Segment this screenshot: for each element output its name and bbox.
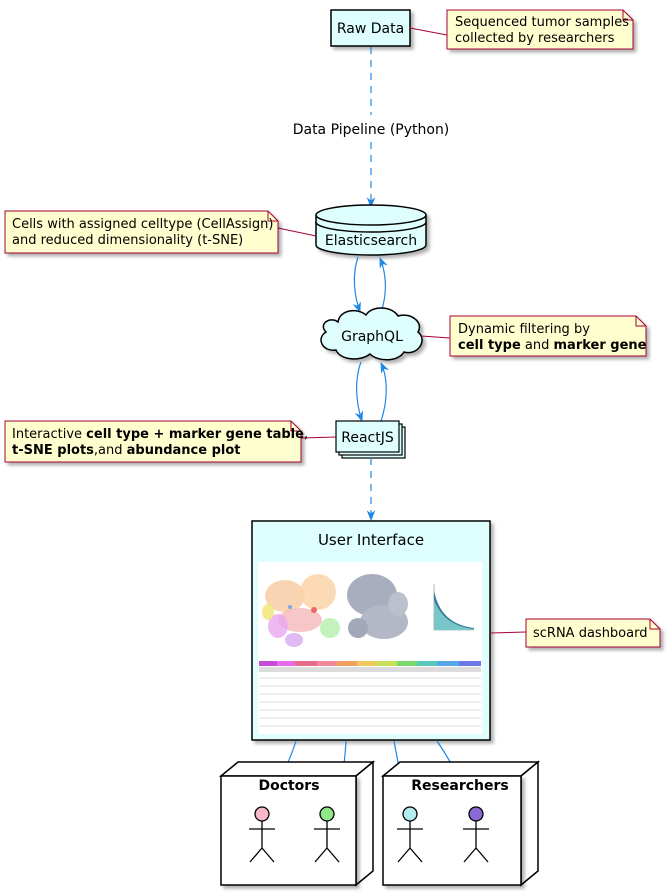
cell-type-tsne-thumbnail — [262, 574, 340, 647]
graphql-react-arrows — [354, 361, 390, 423]
raw-data-node: Raw Data — [330, 9, 411, 47]
doctor-actor-1 — [249, 806, 275, 863]
expression-tsne-thumbnail — [347, 574, 408, 639]
dashboard-screenshot — [258, 562, 482, 734]
marker-table-thumbnail — [259, 661, 481, 727]
researchers-group: Researchers — [380, 760, 541, 887]
elasticsearch-label: Elasticsearch — [325, 233, 417, 249]
raw-data-note-line-2: collected by researchers — [455, 31, 615, 46]
doctors-group: Doctors — [218, 760, 376, 887]
graphql-note-line-1: Dynamic filtering by — [458, 322, 590, 337]
researcher-actor-1-head — [402, 806, 418, 822]
dashboard-note-label: scRNA dashboard — [533, 626, 647, 641]
elasticsearch-note-line-2: and reduced dimensionality (t-SNE) — [12, 233, 243, 248]
doctor-actor-2 — [314, 806, 340, 863]
researchers-label: Researchers — [411, 778, 508, 794]
graphql-node: GraphQL — [320, 307, 423, 361]
graphql-note-line-2: cell type and marker gene — [458, 338, 647, 353]
raw-data-note: Sequenced tumor samples collected by res… — [409, 9, 634, 50]
user-interface-node: User Interface — [251, 520, 491, 741]
doctor-actor-2-head — [319, 806, 335, 822]
user-interface-label: User Interface — [318, 531, 424, 549]
dashboard-note: scRNA dashboard — [489, 618, 661, 648]
elasticsearch-note-line-1: Cells with assigned celltype (CellAssign… — [12, 217, 273, 232]
reactjs-label: ReactJS — [341, 430, 394, 446]
abundance-plot-thumbnail — [433, 584, 474, 631]
graphql-note: Dynamic filtering by cell type and marke… — [420, 315, 647, 357]
researcher-actor-1 — [397, 806, 423, 863]
reactjs-node: ReactJS — [335, 420, 406, 459]
graphql-label: GraphQL — [341, 329, 403, 345]
doctor-actor-1-head — [254, 806, 270, 822]
reactjs-note-line-2: t-SNE plots,and abundance plot — [12, 443, 241, 458]
pipeline-label: Data Pipeline (Python) — [293, 122, 450, 138]
raw-data-label: Raw Data — [337, 21, 404, 37]
raw-data-note-line-1: Sequenced tumor samples — [455, 15, 629, 30]
es-graphql-arrows — [352, 256, 388, 314]
elasticsearch-node — [315, 204, 427, 256]
elasticsearch-note: Cells with assigned celltype (CellAssign… — [4, 210, 317, 254]
reactjs-note: Interactive cell type + marker gene tabl… — [4, 420, 337, 463]
researcher-actor-2-head — [468, 806, 484, 822]
reactjs-note-line-1: Interactive cell type + marker gene tabl… — [12, 427, 308, 442]
researcher-actor-2 — [463, 806, 489, 863]
doctors-label: Doctors — [258, 778, 319, 794]
